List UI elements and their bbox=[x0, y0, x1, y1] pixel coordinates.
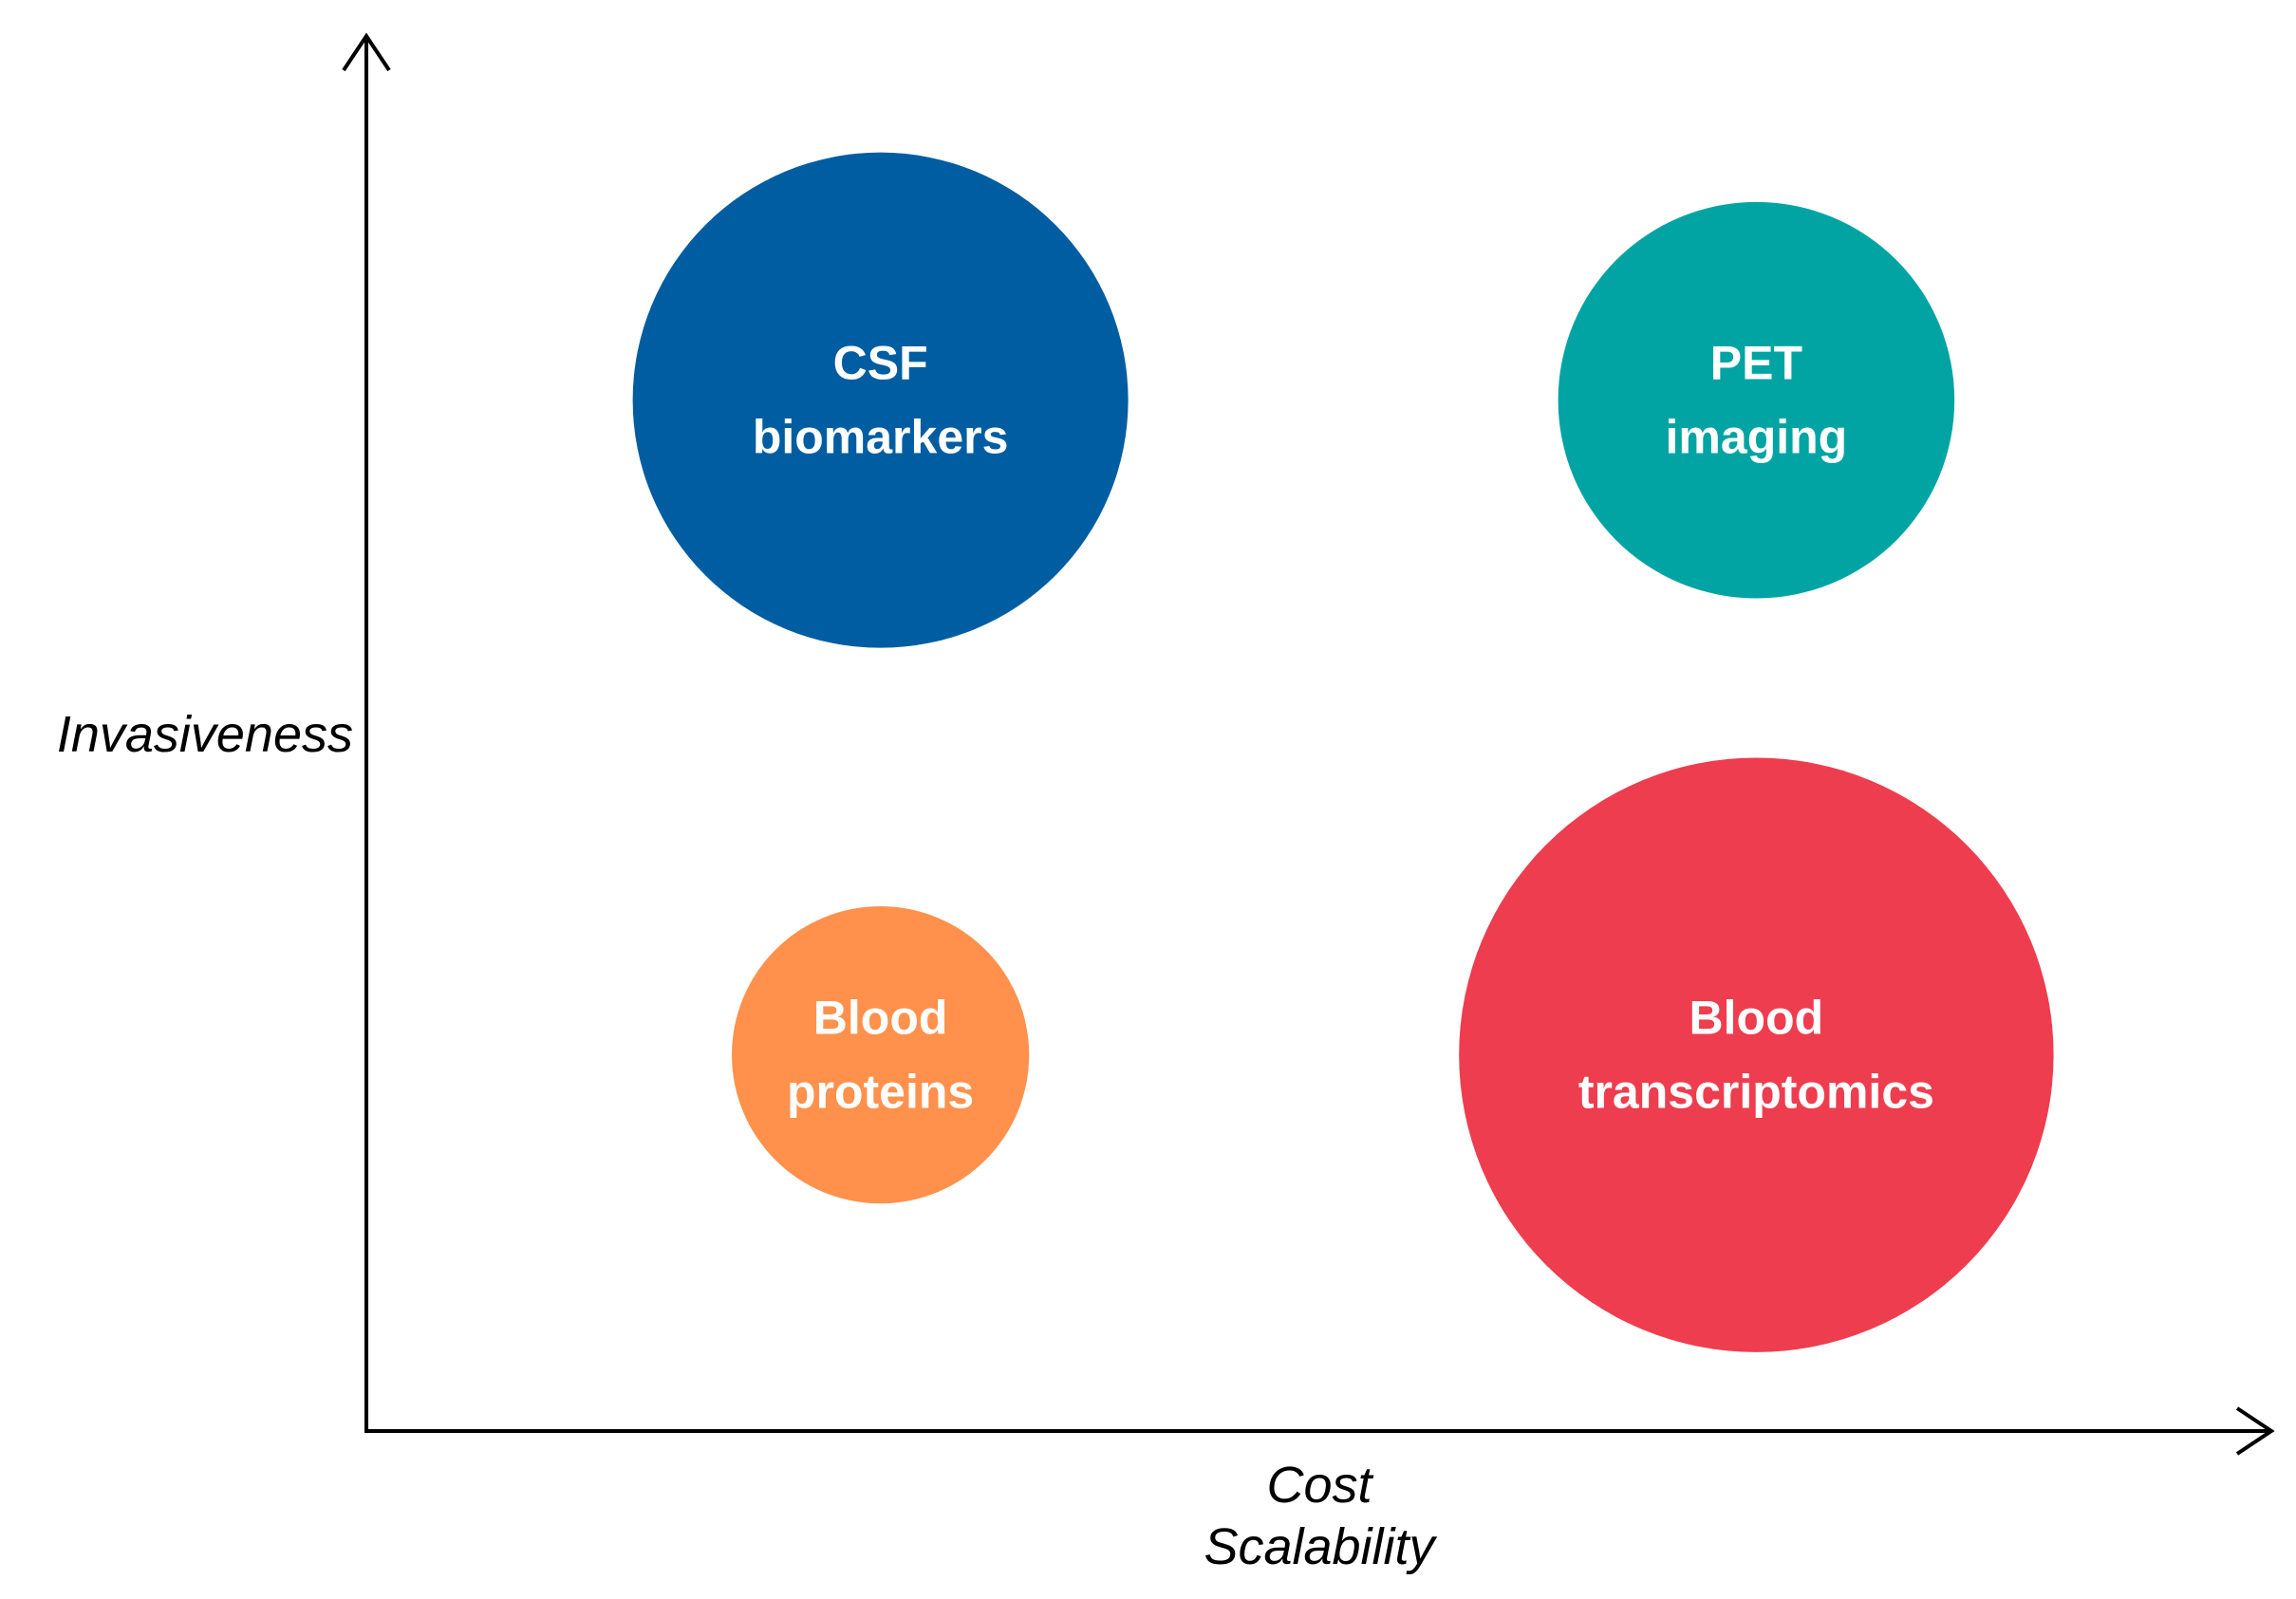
bubble-label-pet-imaging-line-1: PET bbox=[1710, 337, 1802, 390]
bubble-circle-pet-imaging bbox=[1558, 201, 1955, 599]
bubble-circle-blood-proteins bbox=[732, 906, 1030, 1204]
y-axis-label: Invasiveness bbox=[57, 706, 353, 763]
bubble-csf-biomarkers: CSF biomarkers bbox=[632, 152, 1129, 648]
x-axis-label-line-1: Cost bbox=[1266, 1457, 1373, 1514]
bubble-circle-csf-biomarkers bbox=[632, 152, 1129, 648]
y-axis-arrowhead bbox=[342, 32, 391, 72]
bubble-label-blood-transcriptomics-line-2: transcriptomics bbox=[1578, 1066, 1934, 1119]
bubble-label-csf-biomarkers-line-1: CSF bbox=[833, 337, 928, 390]
x-axis-label-line-2: Scalability bbox=[1204, 1518, 1437, 1575]
bubble-blood-transcriptomics: Blood transcriptomics bbox=[1459, 757, 2054, 1352]
bubble-label-csf-biomarkers-line-2: biomarkers bbox=[753, 411, 1009, 464]
axes bbox=[342, 32, 2275, 1456]
bubble-label-pet-imaging-line-2: imaging bbox=[1666, 411, 1848, 464]
bubble-label-blood-proteins-line-2: proteins bbox=[787, 1066, 974, 1119]
x-axis-arrowhead bbox=[2235, 1406, 2275, 1456]
bubble-blood-proteins: Blood proteins bbox=[732, 906, 1030, 1204]
bubble-label-blood-proteins-line-1: Blood bbox=[813, 992, 948, 1045]
bubble-label-blood-transcriptomics-line-1: Blood bbox=[1689, 992, 1824, 1045]
bubbles: CSFbiomarkersPETimagingBloodproteinsBloo… bbox=[632, 152, 2054, 1352]
x-axis-label: Cost Scalability bbox=[1204, 1457, 1437, 1575]
bubble-pet-imaging: PET imaging bbox=[1558, 201, 1955, 599]
bubble-circle-blood-transcriptomics bbox=[1459, 757, 2054, 1352]
